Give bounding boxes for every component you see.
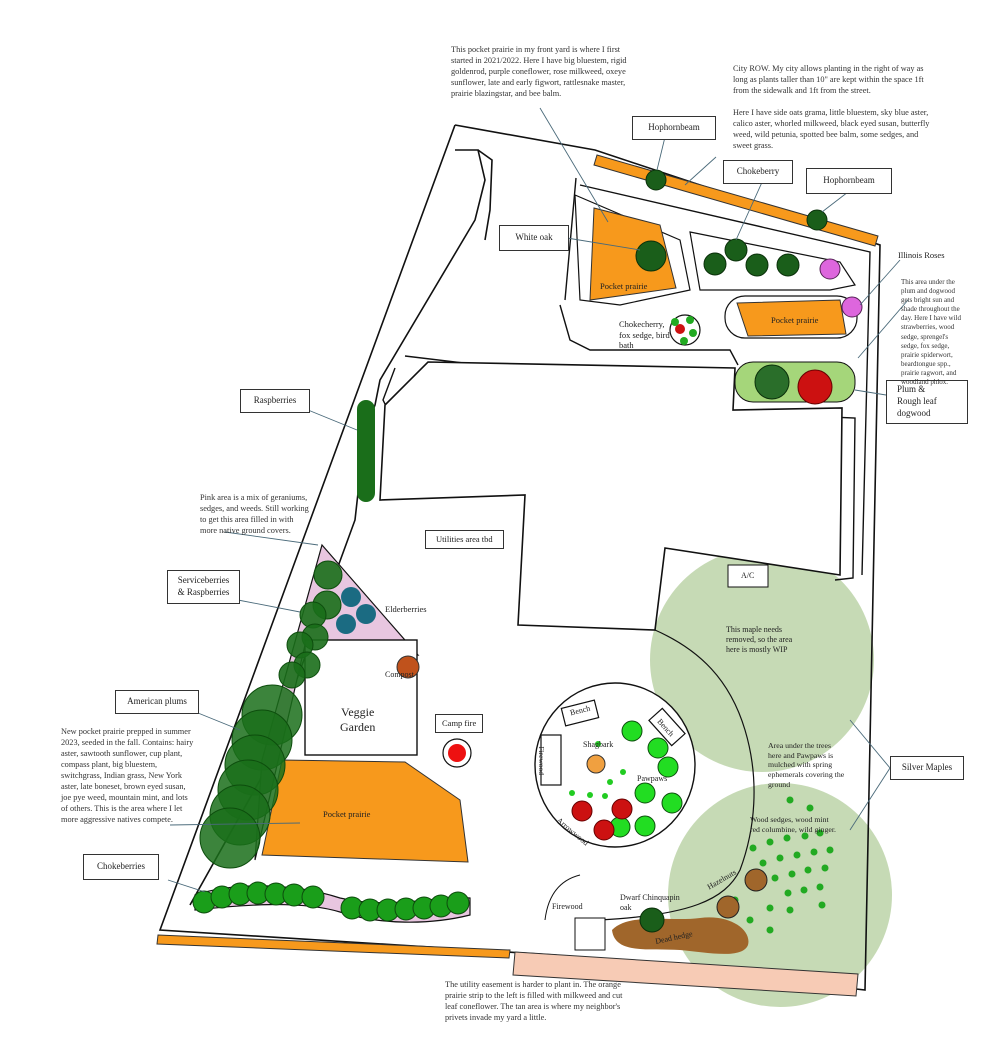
raspberries-label: Raspberries [240, 389, 310, 413]
plum-dogwood-label: Plum & Rough leaf dogwood [886, 380, 968, 424]
elderberries [336, 587, 376, 634]
compost-bin [396, 655, 420, 679]
serviceberries-label: Serviceberries & Raspberries [167, 570, 240, 604]
white-oak-label: White oak [499, 225, 569, 251]
easement-prairie-strip [156, 934, 511, 959]
pocket-prairie-outline-2 [724, 295, 858, 339]
camp-fire [448, 744, 466, 762]
veggie-garden-bed [304, 639, 418, 756]
silver-maples-label: Silver Maples [890, 756, 964, 780]
pocket-prairie-shape-3 [261, 759, 469, 863]
illinois-rose-shrubs [819, 258, 863, 318]
city-row-note-2: Here I have side oats grama, little blue… [733, 108, 930, 150]
under-trees-note: Area under the trees here and Pawpaws is… [768, 741, 845, 789]
elderberries-label: Elderberries [385, 604, 427, 614]
hophornbeam-tree-2 [806, 209, 828, 231]
shagbark-tree [586, 754, 606, 774]
ac-unit [727, 564, 769, 588]
pocket-prairie-label-1: Pocket prairie [600, 281, 648, 291]
illinois-roses-label: Illinois Roses [898, 250, 945, 260]
camp-fire-label: Camp fire [435, 714, 484, 733]
chokecherry-label: Chokecherry, fox sedge, bird bath [619, 319, 670, 351]
raspberries-strip [357, 400, 375, 502]
wood-sedges-note: Wood sedges, wood mint red columbine, wi… [750, 815, 836, 834]
pocket-prairie-label-3: Pocket prairie [323, 809, 371, 819]
front-prairie-note: This pocket prairie in my front yard is … [451, 45, 627, 98]
firewood-label-1: Firewood [537, 746, 547, 776]
plum-tree [754, 364, 790, 400]
hophornbeam-label-1: Hophornbeam [632, 116, 716, 140]
hazelnut-1 [744, 868, 768, 892]
silver-maple-canopy-upper [650, 548, 874, 772]
chokeberries [192, 881, 470, 922]
american-plums-label: American plums [115, 690, 199, 714]
rough-leaf-dogwood [797, 369, 833, 405]
dwarf-chinquapin-oak [639, 907, 665, 933]
pawpaws-label: Pawpaws [637, 774, 668, 783]
city-row-note-1: City ROW. My city allows planting in the… [733, 64, 924, 95]
garden-path-edge [544, 874, 581, 921]
hazelnut-2 [716, 895, 740, 919]
wood-sedge-dots [731, 796, 834, 934]
american-plums [199, 684, 303, 869]
shagbark-label: Shagbark [583, 740, 614, 749]
compost-label: Compost [385, 670, 414, 679]
plum-dogwood-bed [734, 361, 856, 403]
arrowwood-shrubs [571, 798, 633, 841]
garden-path [599, 629, 755, 921]
hophornbeam-tree-1 [645, 169, 667, 191]
pawpaw-trees [609, 720, 683, 838]
plum-area-note: This area under the plum and dogwood get… [901, 278, 961, 387]
hophornbeam-label-2: Hophornbeam [806, 168, 892, 194]
bench-shapes [540, 699, 686, 786]
chokeberries-label: Chokeberries [83, 854, 159, 880]
small-green-dots [569, 741, 626, 799]
leader-lines [167, 107, 909, 893]
serviceberries [278, 560, 343, 689]
pocket-prairie-shape-1 [589, 207, 677, 301]
pocket-prairie-shape-2 [736, 299, 847, 337]
utility-easement-note: The utility easement is harder to plant … [445, 980, 623, 1022]
chokeberry-shrubs [703, 238, 800, 277]
veggie-garden-label: Veggie Garden [340, 705, 376, 734]
easement-tan-area [512, 951, 859, 997]
pink-area-note: Pink area is a mix of geraniums, sedges,… [200, 493, 309, 535]
front-bed-right [689, 231, 856, 291]
maple-wip-note: This maple needs removed, so the area he… [726, 625, 793, 654]
firewood-label-2: Firewood [552, 902, 583, 911]
house-footprint [379, 361, 843, 631]
front-bed-left [574, 194, 691, 306]
white-oak-tree [635, 240, 667, 272]
utilities-area-label: Utilities area tbd [425, 530, 504, 549]
chokecherry-bird-bath-plants [671, 316, 697, 345]
new-prairie-note: New pocket prairie prepped in summer 202… [61, 727, 194, 824]
dwarf-oak-label: Dwarf Chinquapin oak [620, 893, 680, 912]
ac-label: A/C [741, 571, 755, 580]
pocket-prairie-label-2: Pocket prairie [771, 315, 819, 325]
firewood-box [574, 917, 606, 951]
chokeberry-label: Chokeberry [723, 160, 793, 184]
